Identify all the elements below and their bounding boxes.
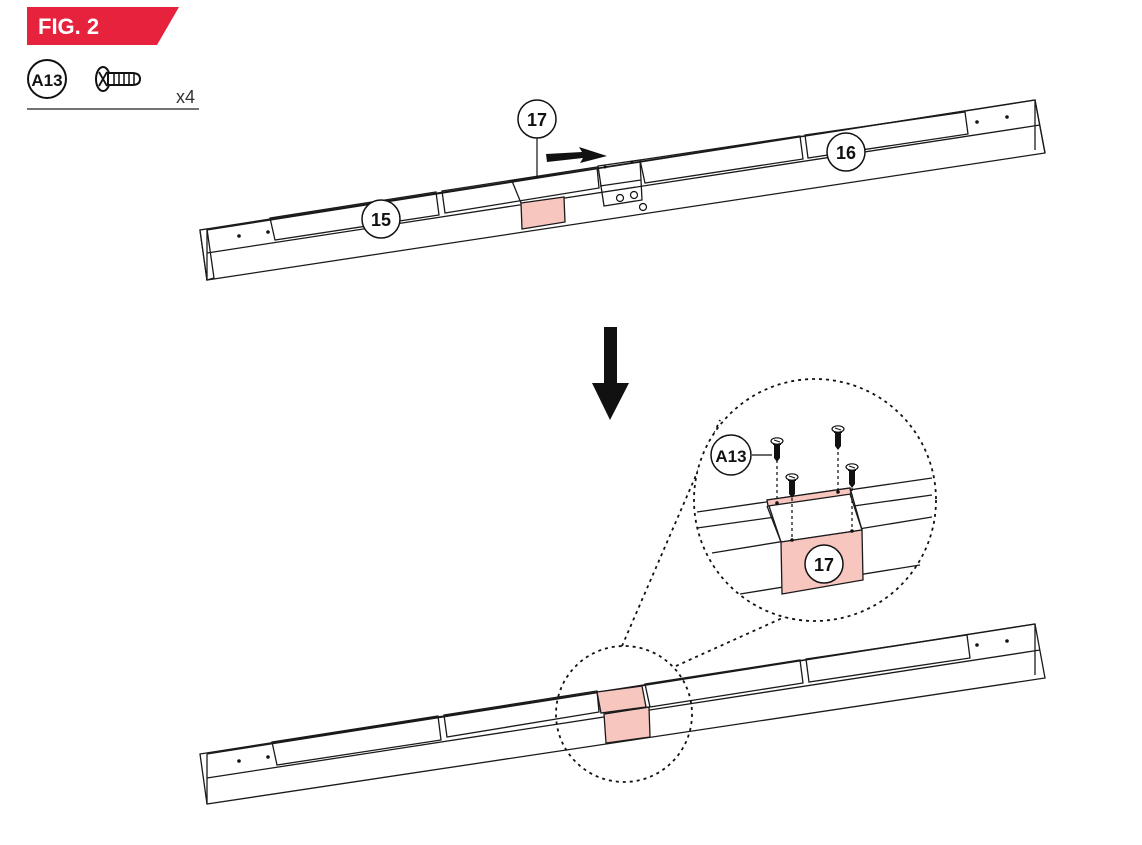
slide-direction-arrow: [546, 147, 607, 163]
parts-list: A13 x4: [27, 59, 199, 110]
figure-title: FIG. 2: [38, 14, 99, 39]
detail-connector-right: [675, 609, 801, 667]
part-15-slot-b: [441, 166, 600, 214]
callout-15-label: 15: [371, 210, 391, 230]
junction-screw-holes: [615, 190, 648, 212]
part-16-slot-a: [639, 135, 804, 184]
figure-banner-bg: [27, 7, 179, 45]
part-15-slot-b-after: [443, 690, 600, 738]
callout-a13-detail: A13: [710, 434, 772, 476]
part-15-slot-a-after: [271, 715, 442, 766]
detail-magnified-view: A13 17: [693, 378, 937, 622]
beam-assembly-bottom: [199, 623, 1046, 805]
part-id-label: A13: [31, 71, 62, 90]
beam-assembly-top: [199, 99, 1046, 281]
callout-17-detail: 17: [804, 544, 844, 584]
callout-16-label: 16: [836, 143, 856, 163]
part-16-slot-a-after: [644, 659, 804, 708]
callout-17-top: 17: [517, 99, 557, 178]
junction-block: [597, 159, 643, 207]
bracket-17-top: [520, 196, 566, 230]
callout-16: 16: [826, 132, 866, 172]
part-id-badge: [27, 59, 67, 99]
part-16-slot-b: [804, 111, 969, 159]
step-arrow-down: [592, 327, 629, 420]
part-quantity: x4: [176, 87, 195, 107]
callout-17-top-label: 17: [527, 110, 547, 130]
screw-icon: [95, 66, 142, 92]
detail-zoom-source: [555, 645, 693, 783]
callout-a13-detail-label: A13: [715, 447, 746, 466]
figure-banner: FIG. 2: [27, 7, 179, 45]
callout-15: 15: [361, 199, 401, 239]
callout-17-detail-label: 17: [814, 555, 834, 575]
part-16-slot-b-after: [805, 634, 971, 683]
